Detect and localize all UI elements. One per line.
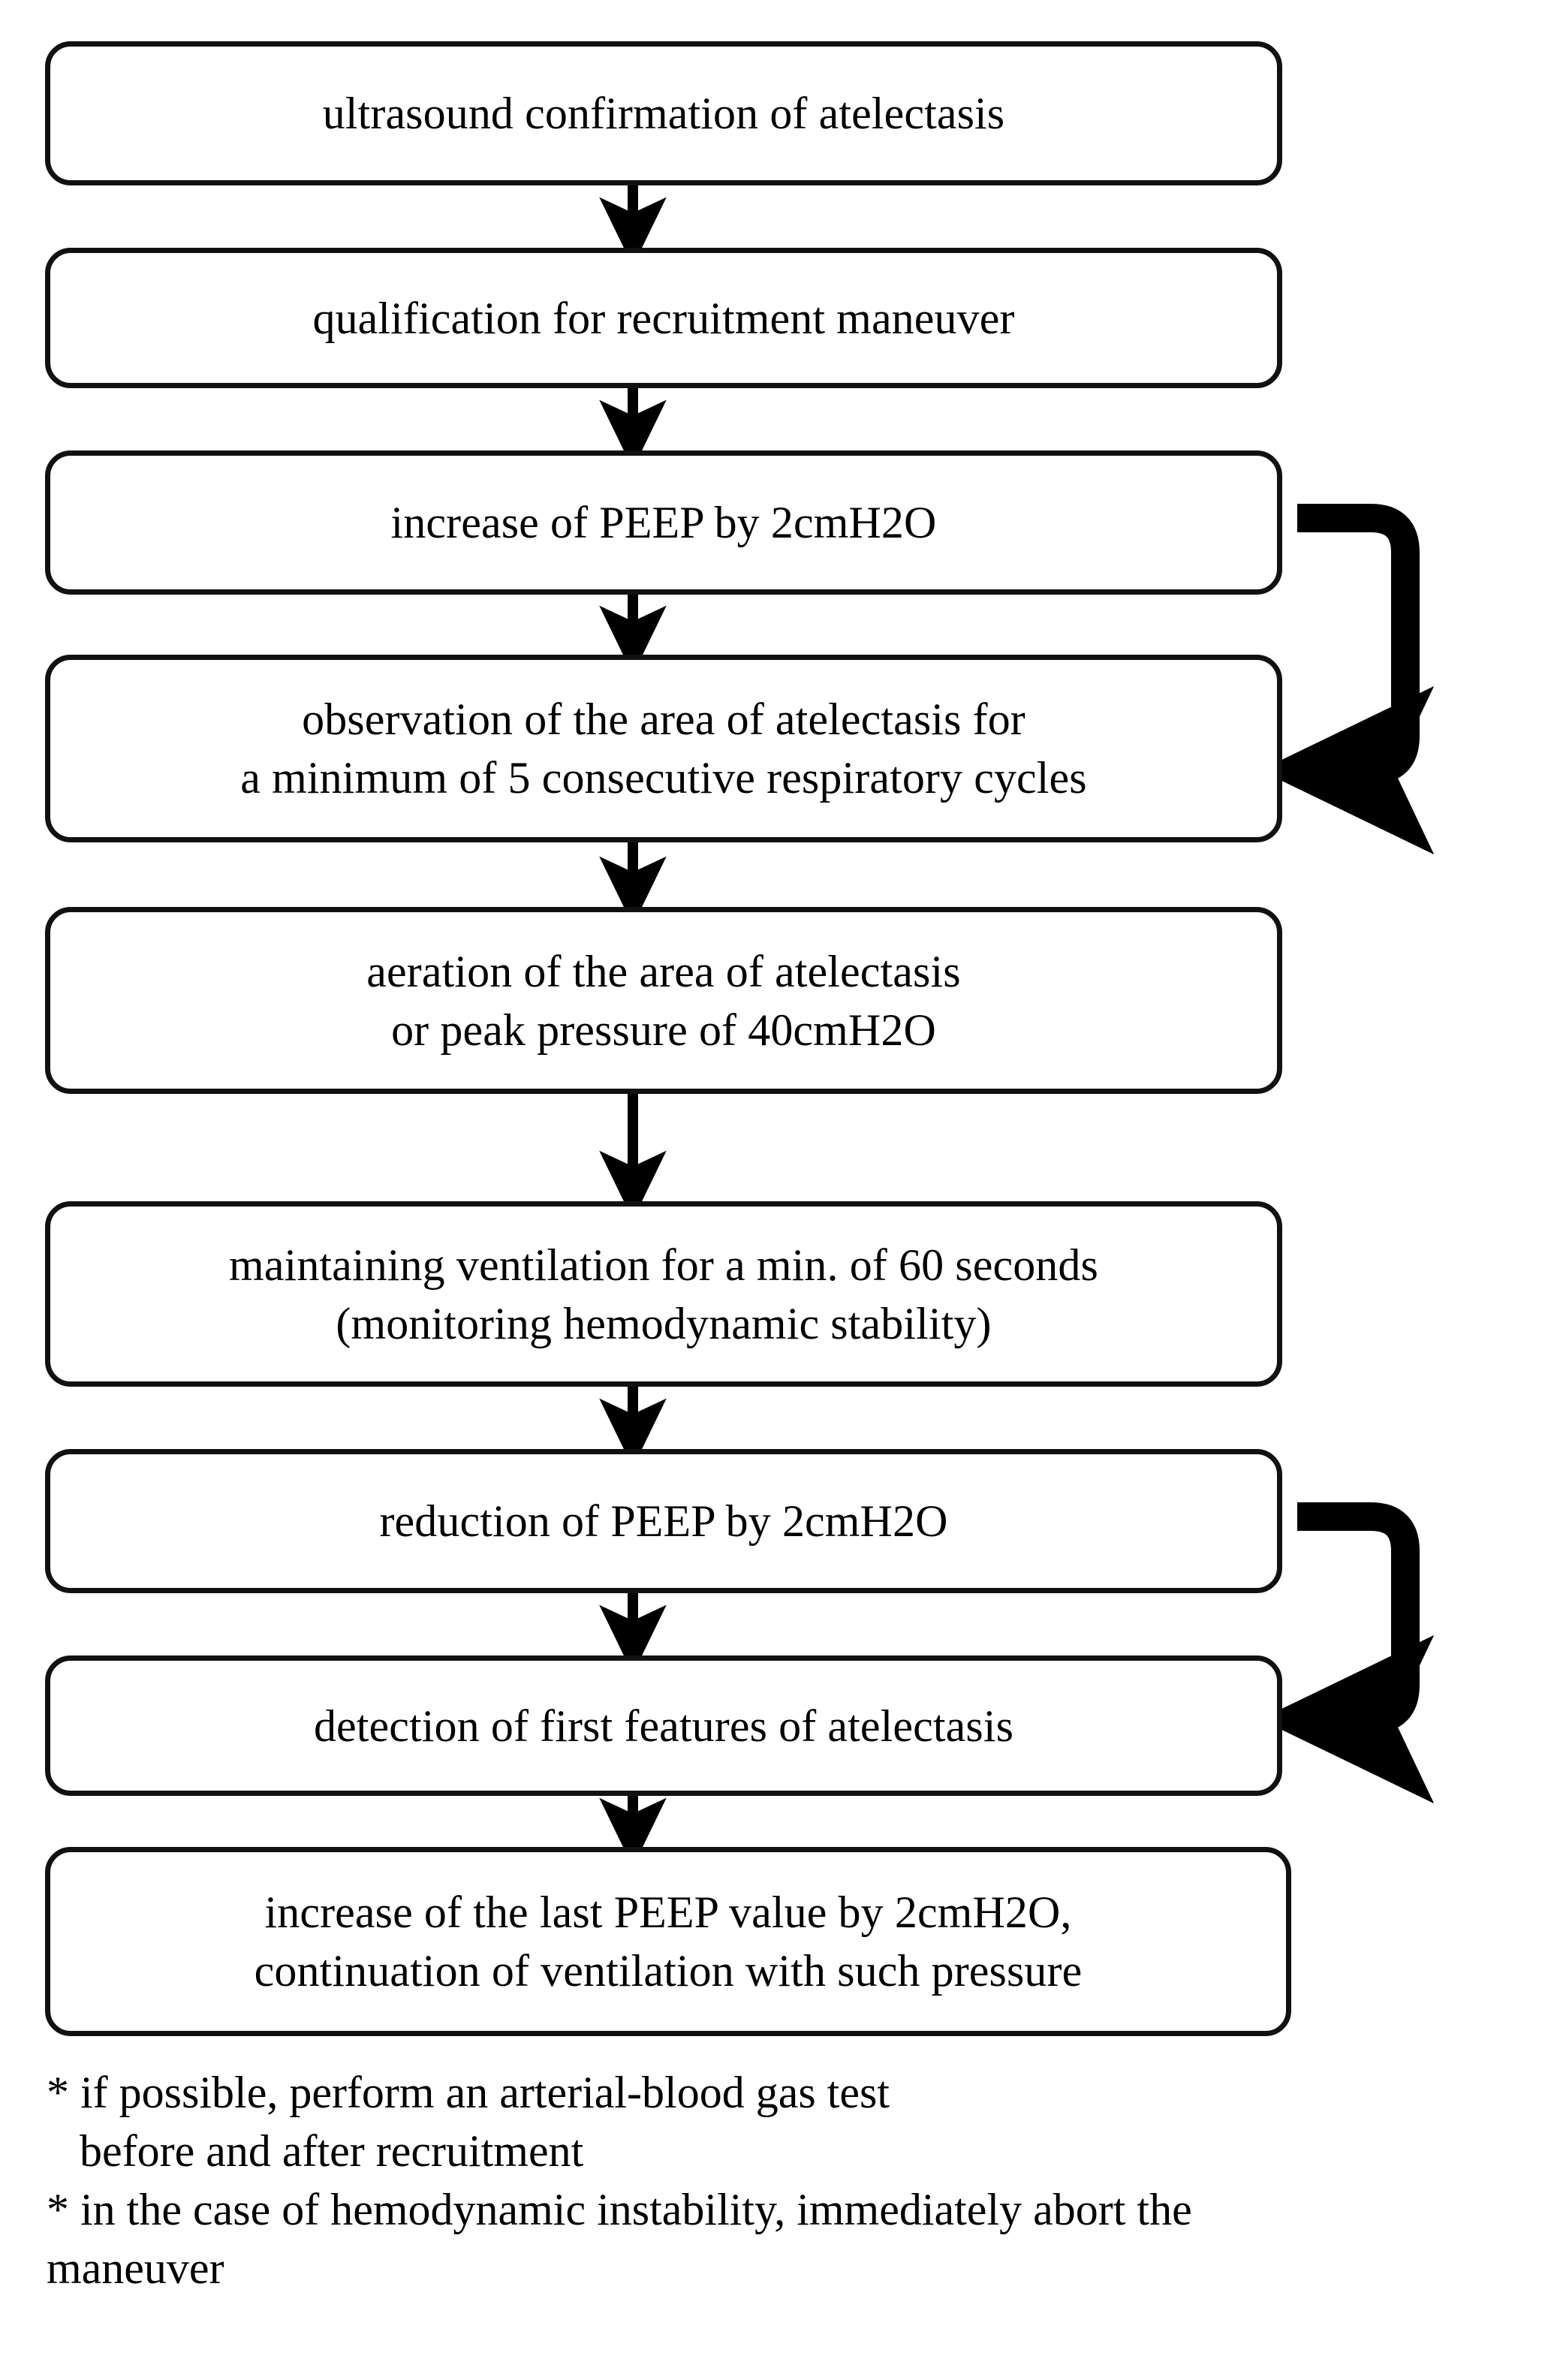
node-label: reduction of PEEP by 2cmH2O xyxy=(379,1496,948,1546)
node-label: increase of PEEP by 2cmH2O xyxy=(390,498,937,547)
node-observation-of-atelectasis-area[interactable]: observation of the area of atelectasis f… xyxy=(45,655,1282,842)
node-increase-peep[interactable]: increase of PEEP by 2cmH2O xyxy=(45,450,1282,595)
node-increase-last-peep-value[interactable]: increase of the last PEEP value by 2cmH2… xyxy=(45,1847,1291,2036)
footnote-hemodynamic-instability: * in the case of hemodynamic instability… xyxy=(47,2180,1533,2297)
footnote-1-line-1: * if possible, perform an arterial-blood… xyxy=(47,2068,890,2117)
node-label-group: observation of the area of atelectasis f… xyxy=(240,690,1086,807)
node-label: ultrasound confirmation of atelectasis xyxy=(322,89,1005,138)
loop-arrow-n3-n4 xyxy=(1260,504,1435,855)
node-label-line-2: or peak pressure of 40cmH2O xyxy=(391,1005,936,1055)
node-label-line-1: increase of the last PEEP value by 2cmH2… xyxy=(264,1887,1072,1937)
footnote-1-line-2: before and after recruitment xyxy=(80,2126,584,2176)
node-label-line-1: maintaining ventilation for a min. of 60… xyxy=(229,1240,1098,1290)
node-ultrasound-confirmation[interactable]: ultrasound confirmation of atelectasis xyxy=(45,41,1282,185)
footnote-2-line-2: maneuver xyxy=(47,2243,224,2293)
node-maintaining-ventilation[interactable]: maintaining ventilation for a min. of 60… xyxy=(45,1201,1282,1387)
node-label-group: maintaining ventilation for a min. of 60… xyxy=(229,1236,1098,1353)
footnote-2-line-1: * in the case of hemodynamic instability… xyxy=(47,2185,1192,2234)
node-label-line-2: (monitoring hemodynamic stability) xyxy=(336,1298,992,1348)
node-label: qualification for recruitment maneuver xyxy=(312,293,1015,343)
node-label-group: aeration of the area of atelectasis or p… xyxy=(366,942,960,1059)
node-label: detection of first features of atelectas… xyxy=(313,1701,1014,1751)
loop-arrow-n7-n8 xyxy=(1260,1502,1435,1804)
node-qualification-for-recruitment[interactable]: qualification for recruitment maneuver xyxy=(45,248,1282,388)
node-aeration-or-peak-pressure[interactable]: aeration of the area of atelectasis or p… xyxy=(45,907,1282,1094)
node-label-line-2: continuation of ventilation with such pr… xyxy=(254,1946,1083,1996)
footnotes-block: * if possible, perform an arterial-blood… xyxy=(47,2063,1533,2297)
node-reduction-peep[interactable]: reduction of PEEP by 2cmH2O xyxy=(45,1449,1282,1593)
node-label-line-2: a minimum of 5 consecutive respiratory c… xyxy=(240,753,1087,803)
node-label-line-1: aeration of the area of atelectasis xyxy=(366,946,961,996)
node-label-group: increase of the last PEEP value by 2cmH2… xyxy=(254,1883,1083,2000)
node-detection-first-features[interactable]: detection of first features of atelectas… xyxy=(45,1655,1282,1796)
footnote-arterial-blood-gas: * if possible, perform an arterial-blood… xyxy=(47,2063,1533,2180)
node-label-line-1: observation of the area of atelectasis f… xyxy=(302,694,1025,744)
